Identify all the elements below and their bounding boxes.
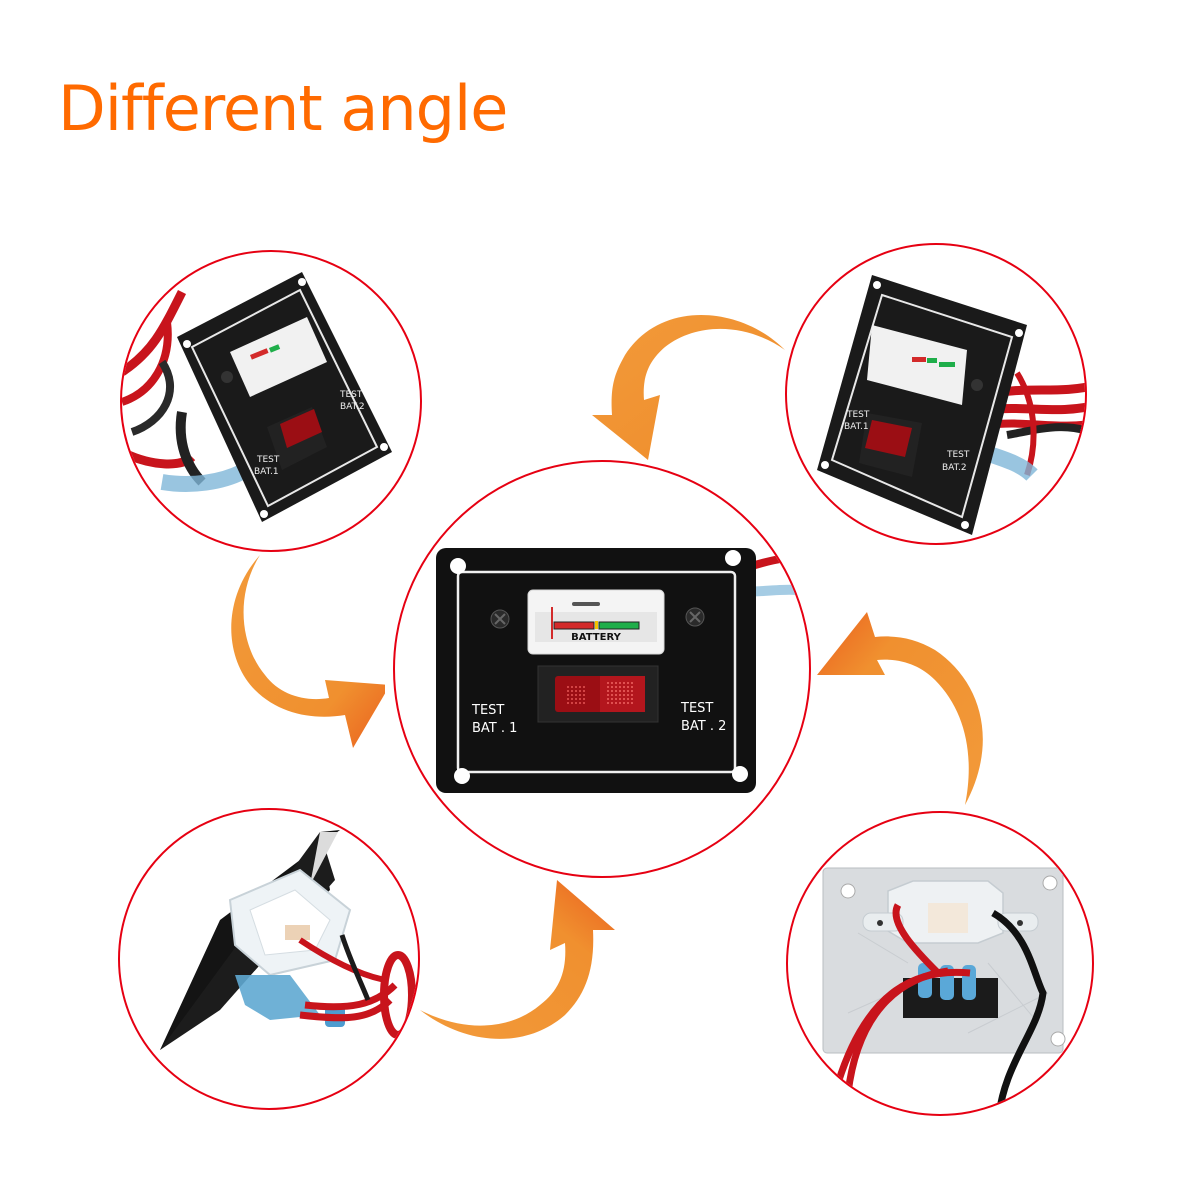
gauge-label: BATTERY [571,632,621,643]
view-bottom-right [786,811,1094,1116]
label-test-right: TEST [680,701,713,716]
view-center: BATTERY TEST BAT . 1 TEST BAT . 2 [393,460,811,878]
arrow-right-icon [817,612,983,805]
view-top-left: TEST BAT.1 TEST BAT.2 [120,250,422,552]
svg-text:TEST: TEST [339,390,363,400]
svg-text:TEST: TEST [946,450,970,460]
label-bat2: BAT . 2 [681,719,726,734]
svg-text:BAT.2: BAT.2 [340,402,365,412]
arrow-left-icon [231,555,385,748]
arrow-bottom-icon [420,880,615,1039]
page-title: Different angle [58,72,508,145]
svg-text:BAT.1: BAT.1 [844,422,869,432]
view-top-right: TEST BAT.1 TEST BAT.2 [785,243,1087,545]
arrow-top-icon [592,315,785,460]
view-bottom-left [118,808,420,1110]
svg-text:TEST: TEST [256,455,280,465]
svg-text:BAT.2: BAT.2 [942,463,967,473]
label-test-left: TEST [471,703,504,718]
label-bat1: BAT . 1 [472,721,517,736]
svg-text:TEST: TEST [846,410,870,420]
svg-text:BAT.1: BAT.1 [254,467,279,477]
